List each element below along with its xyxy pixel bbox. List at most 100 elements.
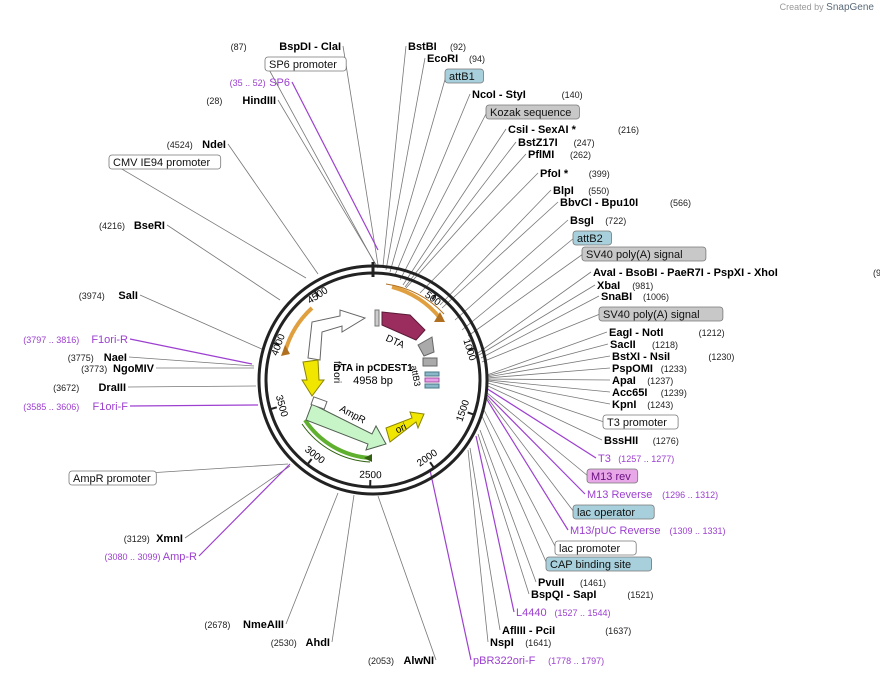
label-name: NgoMIV bbox=[113, 363, 155, 375]
label-name: T3 promoter bbox=[607, 417, 667, 429]
label-name: NspI bbox=[490, 637, 514, 649]
label-name: attB1 bbox=[449, 71, 475, 83]
map-label-bseri: BseRI (4216) bbox=[99, 220, 165, 232]
label-position: (973) bbox=[873, 268, 880, 278]
label-name: F1ori-R bbox=[91, 334, 128, 346]
map-label-pspomi: PspOMI(1233) bbox=[612, 363, 687, 375]
map-label-kpni: KpnI (1243) bbox=[612, 399, 673, 411]
map-label-attb2: attB2 bbox=[572, 230, 612, 246]
label-position: (1257 .. 1277) bbox=[618, 454, 674, 464]
label-name: EagI - NotI bbox=[609, 327, 663, 339]
label-name: KpnI bbox=[612, 399, 636, 411]
label-position: (92) bbox=[450, 42, 466, 52]
label-position: (1309 .. 1331) bbox=[670, 526, 726, 536]
label-name: Kozak sequence bbox=[490, 107, 571, 119]
label-name: XbaI bbox=[597, 280, 620, 292]
map-label-bstz17i: BstZ17I(247) bbox=[518, 137, 595, 149]
map-label-attb1: attB1 bbox=[444, 68, 484, 84]
map-label-ncoi-styi: NcoI - StyI(140) bbox=[472, 89, 583, 101]
map-label-apai: ApaI(1237) bbox=[612, 375, 673, 387]
map-label-pbr322ori-f: pBR322ori-F(1778 .. 1797) bbox=[473, 655, 604, 667]
map-label-m13-reverse: M13 Reverse(1296 .. 1312) bbox=[587, 489, 718, 501]
label-name: BssHII bbox=[604, 435, 638, 447]
label-position: (3129) bbox=[124, 534, 150, 544]
label-name: NcoI - StyI bbox=[472, 89, 526, 101]
label-position: (1296 .. 1312) bbox=[662, 490, 718, 500]
label-name: AhdI bbox=[306, 637, 330, 649]
label-name: BlpI bbox=[553, 185, 574, 197]
map-label-ampr-promoter: AmpR promoter bbox=[68, 470, 157, 486]
label-name: BspDI - ClaI bbox=[279, 41, 341, 53]
label-name: AlwNI bbox=[403, 655, 434, 667]
label-position: (1641) bbox=[525, 638, 551, 648]
map-label-kozak-sequence: Kozak sequence bbox=[485, 104, 580, 120]
f1ori-feature bbox=[307, 309, 367, 361]
label-position: (3080 .. 3099) bbox=[104, 552, 160, 562]
label-name: HindIII bbox=[242, 95, 276, 107]
label-name: CMV IE94 promoter bbox=[113, 157, 211, 169]
label-position: (1527 .. 1544) bbox=[555, 608, 611, 618]
label-position: (722) bbox=[605, 216, 626, 226]
attb3-feature bbox=[417, 336, 435, 357]
map-label-bsgi: BsgI(722) bbox=[570, 215, 626, 227]
label-name: SnaBI bbox=[601, 291, 632, 303]
map-label-t3-promoter: T3 promoter bbox=[602, 414, 679, 430]
label-name: BspQI - SapI bbox=[531, 589, 596, 601]
map-label-f1ori-r: F1ori-R (3797 .. 3816) bbox=[23, 334, 128, 346]
label-position: (4216) bbox=[99, 221, 125, 231]
label-position: (3974) bbox=[79, 291, 105, 301]
label-name: CAP binding site bbox=[550, 559, 631, 571]
label-name: NmeAIII bbox=[243, 619, 284, 631]
label-name: T3 bbox=[598, 453, 611, 465]
label-name: AvaI - BsoBI - PaeR7I - PspXI - XhoI bbox=[593, 267, 778, 279]
label-position: (262) bbox=[570, 150, 591, 160]
label-position: (566) bbox=[670, 198, 691, 208]
map-label-cmv-ie94-promoter: CMV IE94 promoter bbox=[108, 154, 222, 170]
map-label-afliii-pcii: AflIII - PciI(1637) bbox=[502, 625, 631, 637]
f1ori-label: f1 ori bbox=[331, 361, 342, 383]
label-name: lac promoter bbox=[559, 543, 620, 555]
map-label-ahdi: AhdI(2530) bbox=[271, 637, 330, 649]
map-label-sali: SalI (3974) bbox=[79, 290, 138, 302]
label-name: PflMI bbox=[528, 149, 554, 161]
label-position: (1243) bbox=[647, 400, 673, 410]
map-label-amp-r: Amp-R(3080 .. 3099) bbox=[104, 551, 197, 563]
label-position: (94) bbox=[469, 54, 485, 64]
ori-label: ori bbox=[394, 422, 409, 437]
label-position: (1233) bbox=[661, 364, 687, 374]
label-name: XmnI bbox=[156, 533, 183, 545]
map-label-nmeaiii: NmeAIII (2678) bbox=[204, 619, 284, 631]
label-name: PfoI * bbox=[540, 168, 569, 180]
map-label-xbai: XbaI(981) bbox=[597, 280, 653, 292]
map-label-lac-operator: lac operator bbox=[572, 504, 655, 520]
map-label-alwni: AlwNI(2053) bbox=[368, 655, 434, 667]
map-label-sv40-poly-a-signal: SV40 poly(A) signal bbox=[581, 246, 707, 262]
label-position: (1212) bbox=[699, 328, 725, 338]
map-label-snabi: SnaBI (1006) bbox=[601, 291, 669, 303]
label-position: (3797 .. 3816) bbox=[23, 335, 79, 345]
label-position: (550) bbox=[588, 186, 609, 196]
map-label-pfoi: PfoI *(399) bbox=[540, 168, 610, 180]
attb3-label: attB3 bbox=[409, 365, 422, 387]
label-position: (1006) bbox=[643, 292, 669, 302]
label-position: (28) bbox=[206, 96, 222, 106]
map-label-t3: T3 (1257 .. 1277) bbox=[598, 453, 674, 465]
dta-feature bbox=[381, 311, 426, 341]
map-label-draiii: DraIII(3672) bbox=[53, 382, 126, 394]
label-position: (1461) bbox=[580, 578, 606, 588]
label-name: BstBI bbox=[408, 41, 437, 53]
label-position: (2678) bbox=[204, 620, 230, 630]
snapgene-logo: SnapGene bbox=[826, 2, 874, 13]
map-label-bstxi-nsii: BstXI - NsiI(1230) bbox=[612, 351, 734, 363]
tick-label: 1500 bbox=[455, 398, 473, 423]
map-label-pvuii: PvuII(1461) bbox=[538, 577, 606, 589]
map-label-l4440: L4440(1527 .. 1544) bbox=[516, 607, 611, 619]
label-name: BseRI bbox=[134, 220, 165, 232]
label-name: BstZ17I bbox=[518, 137, 558, 149]
map-label-eagi-noti: EagI - NotI (1212) bbox=[609, 327, 725, 339]
label-name: SP6 bbox=[269, 77, 290, 89]
label-position: (4524) bbox=[167, 140, 193, 150]
plasmid-size: 4958 bp bbox=[353, 375, 393, 387]
label-name: SalI bbox=[118, 290, 138, 302]
label-position: (35 .. 52) bbox=[230, 78, 266, 88]
